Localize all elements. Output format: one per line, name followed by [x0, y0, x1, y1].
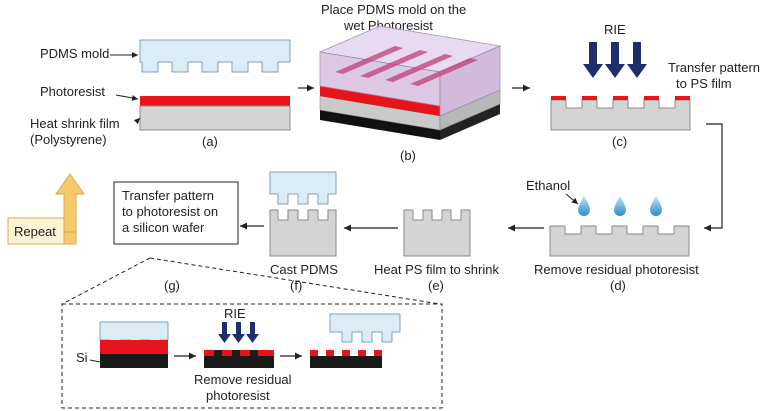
ethanol-droplets: [578, 196, 662, 216]
step-a-label: (a): [202, 134, 218, 149]
remove-residual-d-label: Remove residual photoresist: [534, 262, 699, 277]
step-d: Ethanol Remove residual photoresist (d): [526, 178, 699, 293]
cast-pdms-label: Cast PDMS: [270, 262, 338, 277]
transfer-pr-label-3: a silicon wafer: [122, 220, 205, 235]
si-label: Si: [76, 350, 88, 365]
step-e-label: (e): [428, 278, 444, 293]
heat-shrink-label: Heat shrink film: [30, 116, 120, 131]
title-line-1: Place PDMS mold on the: [321, 2, 466, 17]
transfer-pr-label-1: Transfer pattern: [122, 188, 214, 203]
step-a: PDMS mold Photoresist Heat shrink film (…: [30, 39, 291, 149]
ethanol-label: Ethanol: [526, 178, 570, 193]
step-g: Transfer pattern to photoresist on a sil…: [7, 173, 239, 293]
step-e: Heat PS film to shrink (e): [374, 209, 499, 293]
heat-ps-label: Heat PS film to shrink: [374, 262, 499, 277]
inset-frame: [61, 303, 443, 409]
step-g-label: (g): [164, 278, 180, 293]
ps-film-clean: [549, 225, 690, 257]
ps-master-f: [269, 209, 337, 257]
step-b-label: (b): [400, 148, 416, 163]
heat-shrink-film: [139, 105, 291, 131]
rie-inset-label: RIE: [224, 306, 246, 321]
step-c-label: (c): [612, 134, 627, 149]
inset-silicon-right: [310, 356, 382, 368]
pdms-mold: [139, 39, 291, 73]
transfer-ps-label-1: Transfer pattern: [668, 60, 760, 75]
inset-silicon: [100, 354, 168, 368]
step-c: RIE Transfer pattern to PS film (c): [550, 22, 760, 149]
transfer-ps-label-2: to PS film: [676, 76, 732, 91]
transfer-pr-box: [113, 181, 239, 245]
inset-detail: Si RIE Remove residual photoresist: [61, 257, 443, 409]
step-f: Cast PDMS (f): [269, 171, 338, 293]
rie-arrows: [583, 42, 647, 78]
transfer-pr-label-2: to photoresist on: [122, 204, 218, 219]
inset-pdms-right: [329, 313, 401, 343]
rie-inset-arrows: [218, 322, 259, 343]
photoresist-residue: [551, 96, 690, 100]
rie-top-label: RIE: [604, 22, 626, 37]
step-f-label: (f): [290, 278, 302, 293]
repeat-box: [7, 217, 65, 245]
ps-film-patterned: [550, 99, 691, 131]
step-b: Place PDMS mold on the wet Photoresist (…: [318, 2, 502, 163]
repeat-label: Repeat: [14, 224, 56, 239]
photoresist-label: Photoresist: [40, 84, 105, 99]
remove-residual-inset-2: photoresist: [206, 388, 270, 403]
title-line-2: wet Photoresist: [343, 18, 433, 33]
pdms-mold-label: PDMS mold: [40, 46, 109, 61]
inset-photoresist: [100, 340, 168, 354]
step-d-label: (d): [610, 278, 626, 293]
polystyrene-label: (Polystyrene): [30, 132, 107, 147]
ps-film-shrunk: [403, 209, 471, 257]
cast-pdms-layer: [269, 171, 337, 205]
photoresist-layer: [140, 96, 290, 106]
remove-residual-inset-1: Remove residual: [194, 372, 292, 387]
